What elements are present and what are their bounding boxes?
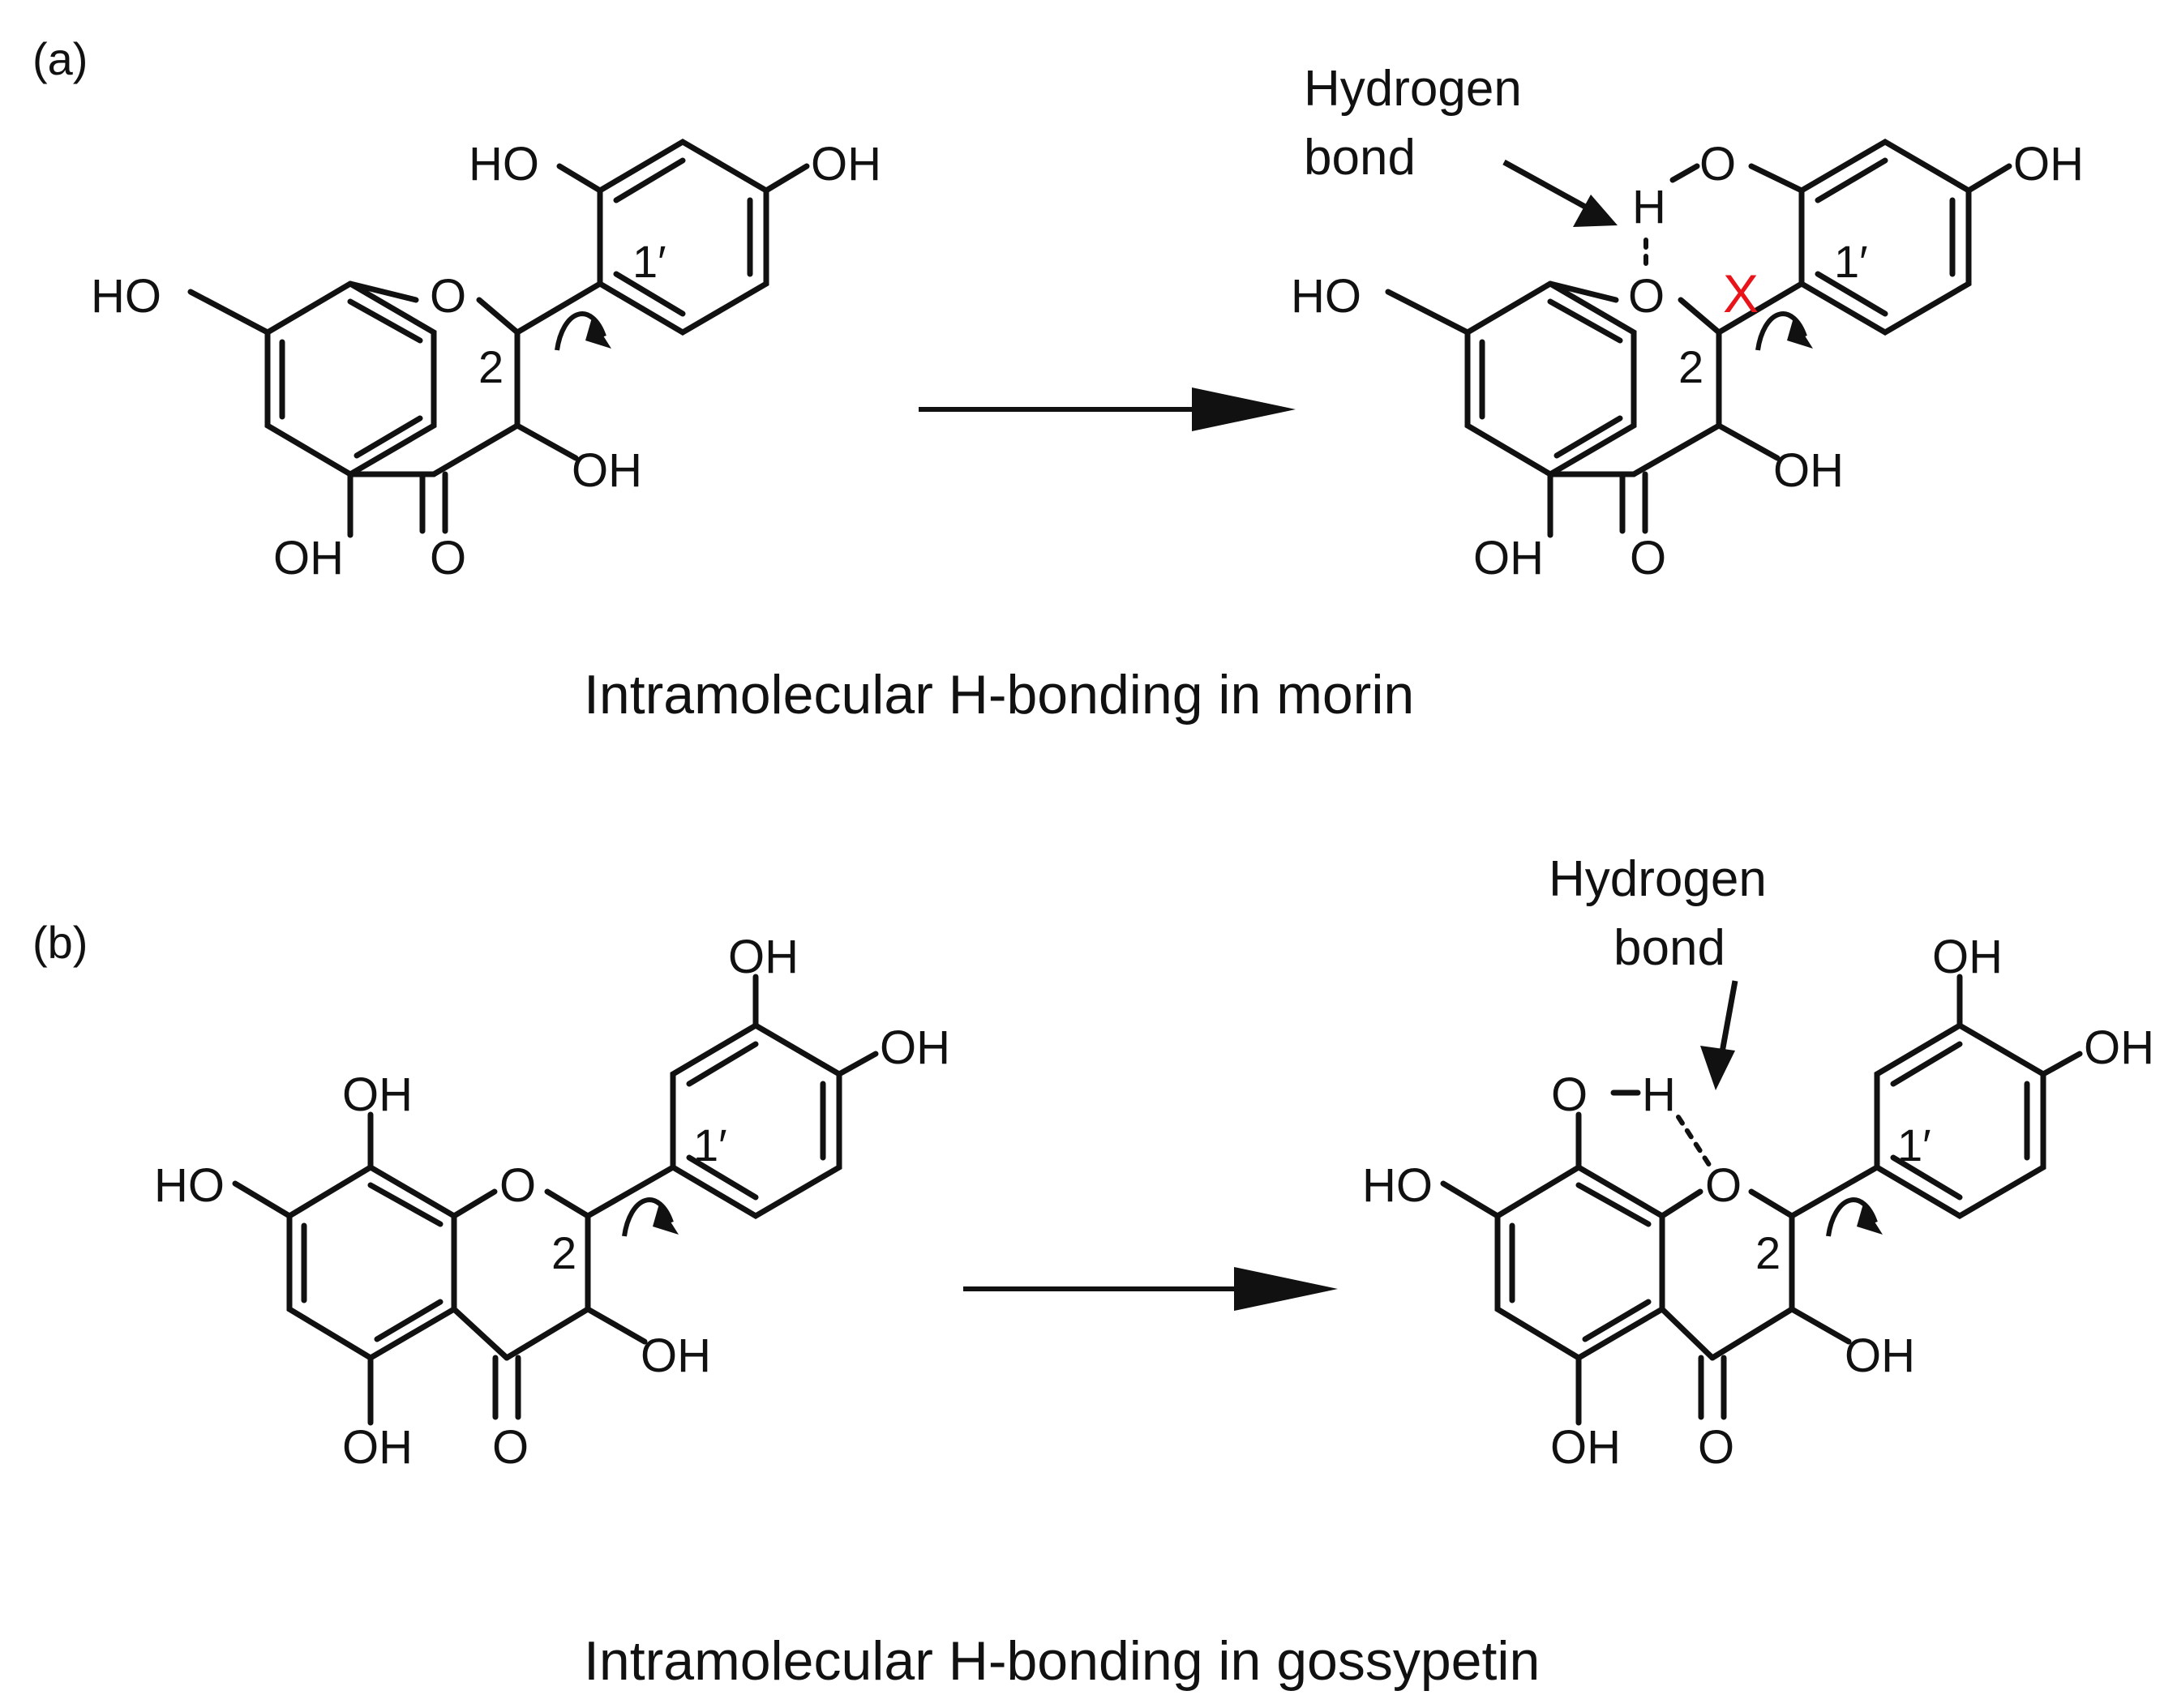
atom-label-ho: HO: [154, 1159, 225, 1212]
atom-label-ho: HO: [1362, 1159, 1433, 1212]
atom-label-o: O: [1551, 1068, 1588, 1121]
reaction-arrowhead-a: [1192, 387, 1296, 431]
hbond-annotation-a-line1: Hydrogen: [1304, 61, 1522, 117]
atom-label-oh: OH: [641, 1329, 711, 1382]
panel-label-a: (a): [32, 33, 88, 84]
ring-position-label: 2: [1755, 1227, 1781, 1278]
atom-label-o: O: [430, 532, 466, 584]
gossypetin-structure: OH HO O OH OH OH OH O 2 1′: [154, 931, 950, 1474]
atom-label-o: O: [492, 1421, 529, 1474]
atom-label-oh: OH: [2013, 138, 2084, 190]
atom-label-oh: OH: [880, 1021, 950, 1074]
atom-label-ho: HO: [469, 138, 539, 190]
ring-position-label: 1′: [632, 236, 666, 287]
ring-position-label: 2: [478, 341, 504, 392]
panel-label-b: (b): [32, 917, 88, 968]
hbond-annotation-b-line2: bond: [1613, 920, 1725, 976]
atom-label-ho: HO: [91, 270, 161, 323]
atom-label-oh: OH: [273, 532, 344, 584]
morin-hbonded-structure: HO O H O OH OH OH O 2 1′: [1291, 138, 2084, 584]
atom-label-o: O: [430, 270, 466, 323]
atom-label-oh: OH: [342, 1068, 413, 1121]
atom-label-oh: OH: [1550, 1421, 1621, 1474]
ring-position-label: 1′: [1897, 1119, 1931, 1171]
atom-label-oh: OH: [342, 1421, 413, 1474]
atom-label-oh: OH: [1932, 931, 2003, 983]
atom-label-o: O: [1705, 1159, 1742, 1212]
atom-label-oh: OH: [1845, 1329, 1915, 1382]
atom-label-oh: OH: [572, 444, 642, 497]
ring-position-label: 1′: [693, 1119, 727, 1171]
gossypetin-hbonded-structure: O H HO O OH OH OH OH O 2 1′: [1362, 931, 2154, 1474]
atom-label-h: H: [1632, 181, 1666, 233]
atom-label-o: O: [1699, 138, 1736, 190]
ring-position-label: 1′: [1834, 236, 1868, 287]
blocked-rotation-marker: X: [1723, 263, 1759, 323]
caption-a: Intramolecular H-bonding in morin: [584, 664, 1414, 726]
atom-label-o: O: [1630, 532, 1666, 584]
atom-label-oh: OH: [811, 138, 881, 190]
hbond-annotation-b-line1: Hydrogen: [1549, 851, 1767, 907]
atom-label-oh: OH: [1473, 532, 1544, 584]
atom-label-oh: OH: [728, 931, 799, 983]
atom-label-o: O: [1628, 270, 1665, 323]
reaction-arrowhead-b: [1234, 1267, 1338, 1311]
hbond-annotation-a-line2: bond: [1304, 130, 1416, 186]
caption-b: Intramolecular H-bonding in gossypetin: [584, 1630, 1540, 1692]
ring-position-label: 2: [1678, 341, 1703, 392]
atom-label-ho: HO: [1291, 270, 1361, 323]
atom-label-o: O: [499, 1159, 536, 1212]
morin-structure: HO O HO OH OH OH O 2 1′: [91, 138, 881, 584]
atom-label-oh: OH: [2084, 1021, 2154, 1074]
ring-position-label: 2: [551, 1227, 576, 1278]
atom-label-oh: OH: [1773, 444, 1844, 497]
atom-label-o: O: [1698, 1421, 1734, 1474]
atom-label-h: H: [1642, 1068, 1676, 1121]
